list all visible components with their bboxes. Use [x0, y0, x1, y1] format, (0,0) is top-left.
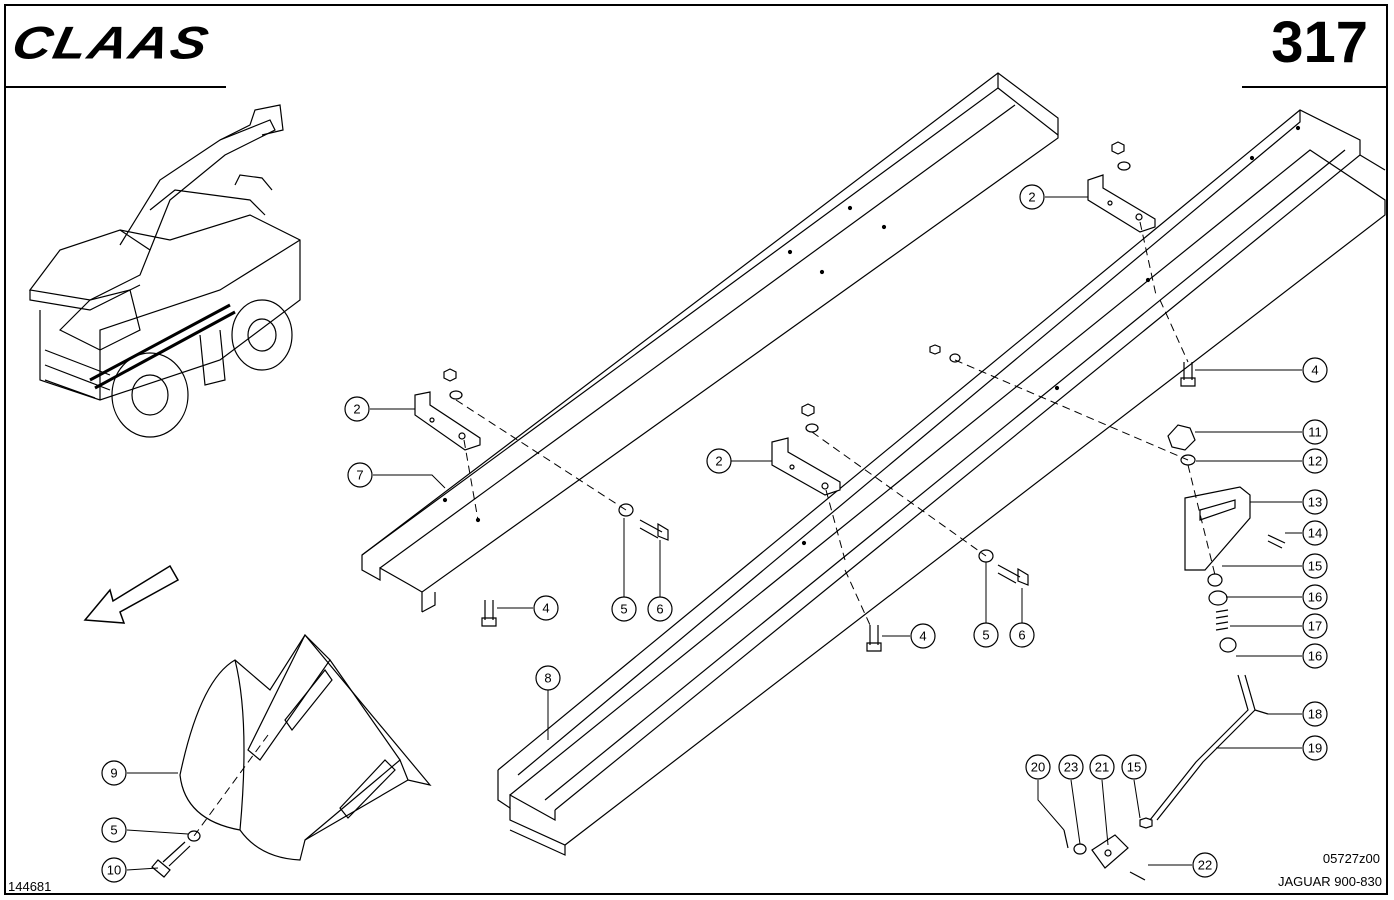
- callout-12: 12: [1302, 448, 1328, 474]
- callout-18: 18: [1302, 701, 1328, 727]
- page-number: 317: [1271, 10, 1368, 75]
- callout-17: 17: [1302, 613, 1328, 639]
- callout-16a: 16: [1302, 584, 1328, 610]
- callout-11: 11: [1302, 419, 1328, 445]
- direction-arrow-icon: [83, 564, 180, 624]
- svg-text:7: 7: [356, 468, 363, 483]
- assembly-lines: [193, 221, 1216, 837]
- callout-8: 8: [535, 665, 561, 691]
- machine-thumbnail: [28, 104, 301, 438]
- callout-23: 23: [1058, 754, 1084, 780]
- svg-text:4: 4: [919, 629, 926, 644]
- bracket-2b: [771, 437, 841, 496]
- svg-text:16: 16: [1308, 649, 1322, 664]
- callout-4b: 4: [910, 623, 936, 649]
- callout-4a: 4: [533, 595, 559, 621]
- housing-9: [179, 633, 432, 861]
- svg-text:22: 22: [1198, 858, 1212, 873]
- callout-6b: 6: [1009, 622, 1035, 648]
- svg-text:23: 23: [1064, 760, 1078, 775]
- tension-assembly: [1139, 424, 1269, 829]
- callout-5b: 5: [973, 622, 999, 648]
- svg-text:6: 6: [656, 602, 663, 617]
- callout-22: 22: [1192, 852, 1218, 878]
- svg-text:9: 9: [110, 766, 117, 781]
- channel-beam-7: [361, 72, 1059, 613]
- svg-text:8: 8: [544, 671, 551, 686]
- brand-underline: [4, 86, 226, 88]
- callout-16b: 16: [1302, 643, 1328, 669]
- figure-code: 144681: [8, 879, 52, 894]
- callout-15a: 15: [1302, 553, 1328, 579]
- callout-10: 10: [101, 857, 127, 883]
- callout-5a: 5: [611, 596, 637, 622]
- svg-text:4: 4: [542, 601, 549, 616]
- callout-group: 2 2 2 4 4 4 5 5 5 6 6 7 8 9 10 11 12 13 …: [101, 184, 1328, 883]
- callout-21: 21: [1089, 754, 1115, 780]
- svg-text:17: 17: [1308, 619, 1322, 634]
- svg-text:12: 12: [1308, 454, 1322, 469]
- svg-text:5: 5: [982, 628, 989, 643]
- svg-text:19: 19: [1308, 741, 1322, 756]
- callout-2b: 2: [706, 448, 732, 474]
- page-number-underline: [1242, 86, 1388, 88]
- bracket-2a: [414, 391, 481, 451]
- callout-9: 9: [101, 760, 127, 786]
- callout-20: 20: [1025, 754, 1051, 780]
- clevis-assembly: [1063, 829, 1129, 869]
- svg-text:5: 5: [620, 602, 627, 617]
- drawing-code: 05727z00: [1322, 851, 1380, 866]
- callout-6a: 6: [647, 596, 673, 622]
- svg-text:21: 21: [1095, 760, 1109, 775]
- model-label: JAGUAR 900-830: [1277, 874, 1382, 889]
- callout-7: 7: [347, 462, 373, 488]
- svg-text:20: 20: [1031, 760, 1045, 775]
- svg-text:2: 2: [715, 454, 722, 469]
- bracket-2c: [1087, 174, 1156, 233]
- callout-4c: 4: [1302, 357, 1328, 383]
- callout-2c: 2: [1019, 184, 1045, 210]
- leader-lines: [126, 196, 1302, 871]
- svg-text:14: 14: [1308, 526, 1322, 541]
- callout-2a: 2: [344, 396, 370, 422]
- svg-text:2: 2: [353, 402, 360, 417]
- callout-15b: 15: [1121, 754, 1147, 780]
- svg-text:2: 2: [1028, 190, 1035, 205]
- callout-14: 14: [1302, 520, 1328, 546]
- channel-beam-8: [497, 109, 1386, 856]
- svg-text:4: 4: [1311, 363, 1318, 378]
- svg-text:18: 18: [1308, 707, 1322, 722]
- bolt-set: [151, 362, 1286, 881]
- svg-text:5: 5: [110, 823, 117, 838]
- callout-19: 19: [1302, 735, 1328, 761]
- svg-text:16: 16: [1308, 590, 1322, 605]
- drawing-frame: [4, 4, 1388, 895]
- svg-text:6: 6: [1018, 628, 1025, 643]
- callout-5c: 5: [101, 817, 127, 843]
- svg-text:15: 15: [1308, 559, 1322, 574]
- nut-washer-set: [187, 141, 1196, 842]
- svg-text:13: 13: [1308, 495, 1322, 510]
- svg-text:15: 15: [1127, 760, 1141, 775]
- svg-text:10: 10: [107, 863, 121, 878]
- svg-text:11: 11: [1308, 425, 1322, 440]
- callout-13: 13: [1302, 489, 1328, 515]
